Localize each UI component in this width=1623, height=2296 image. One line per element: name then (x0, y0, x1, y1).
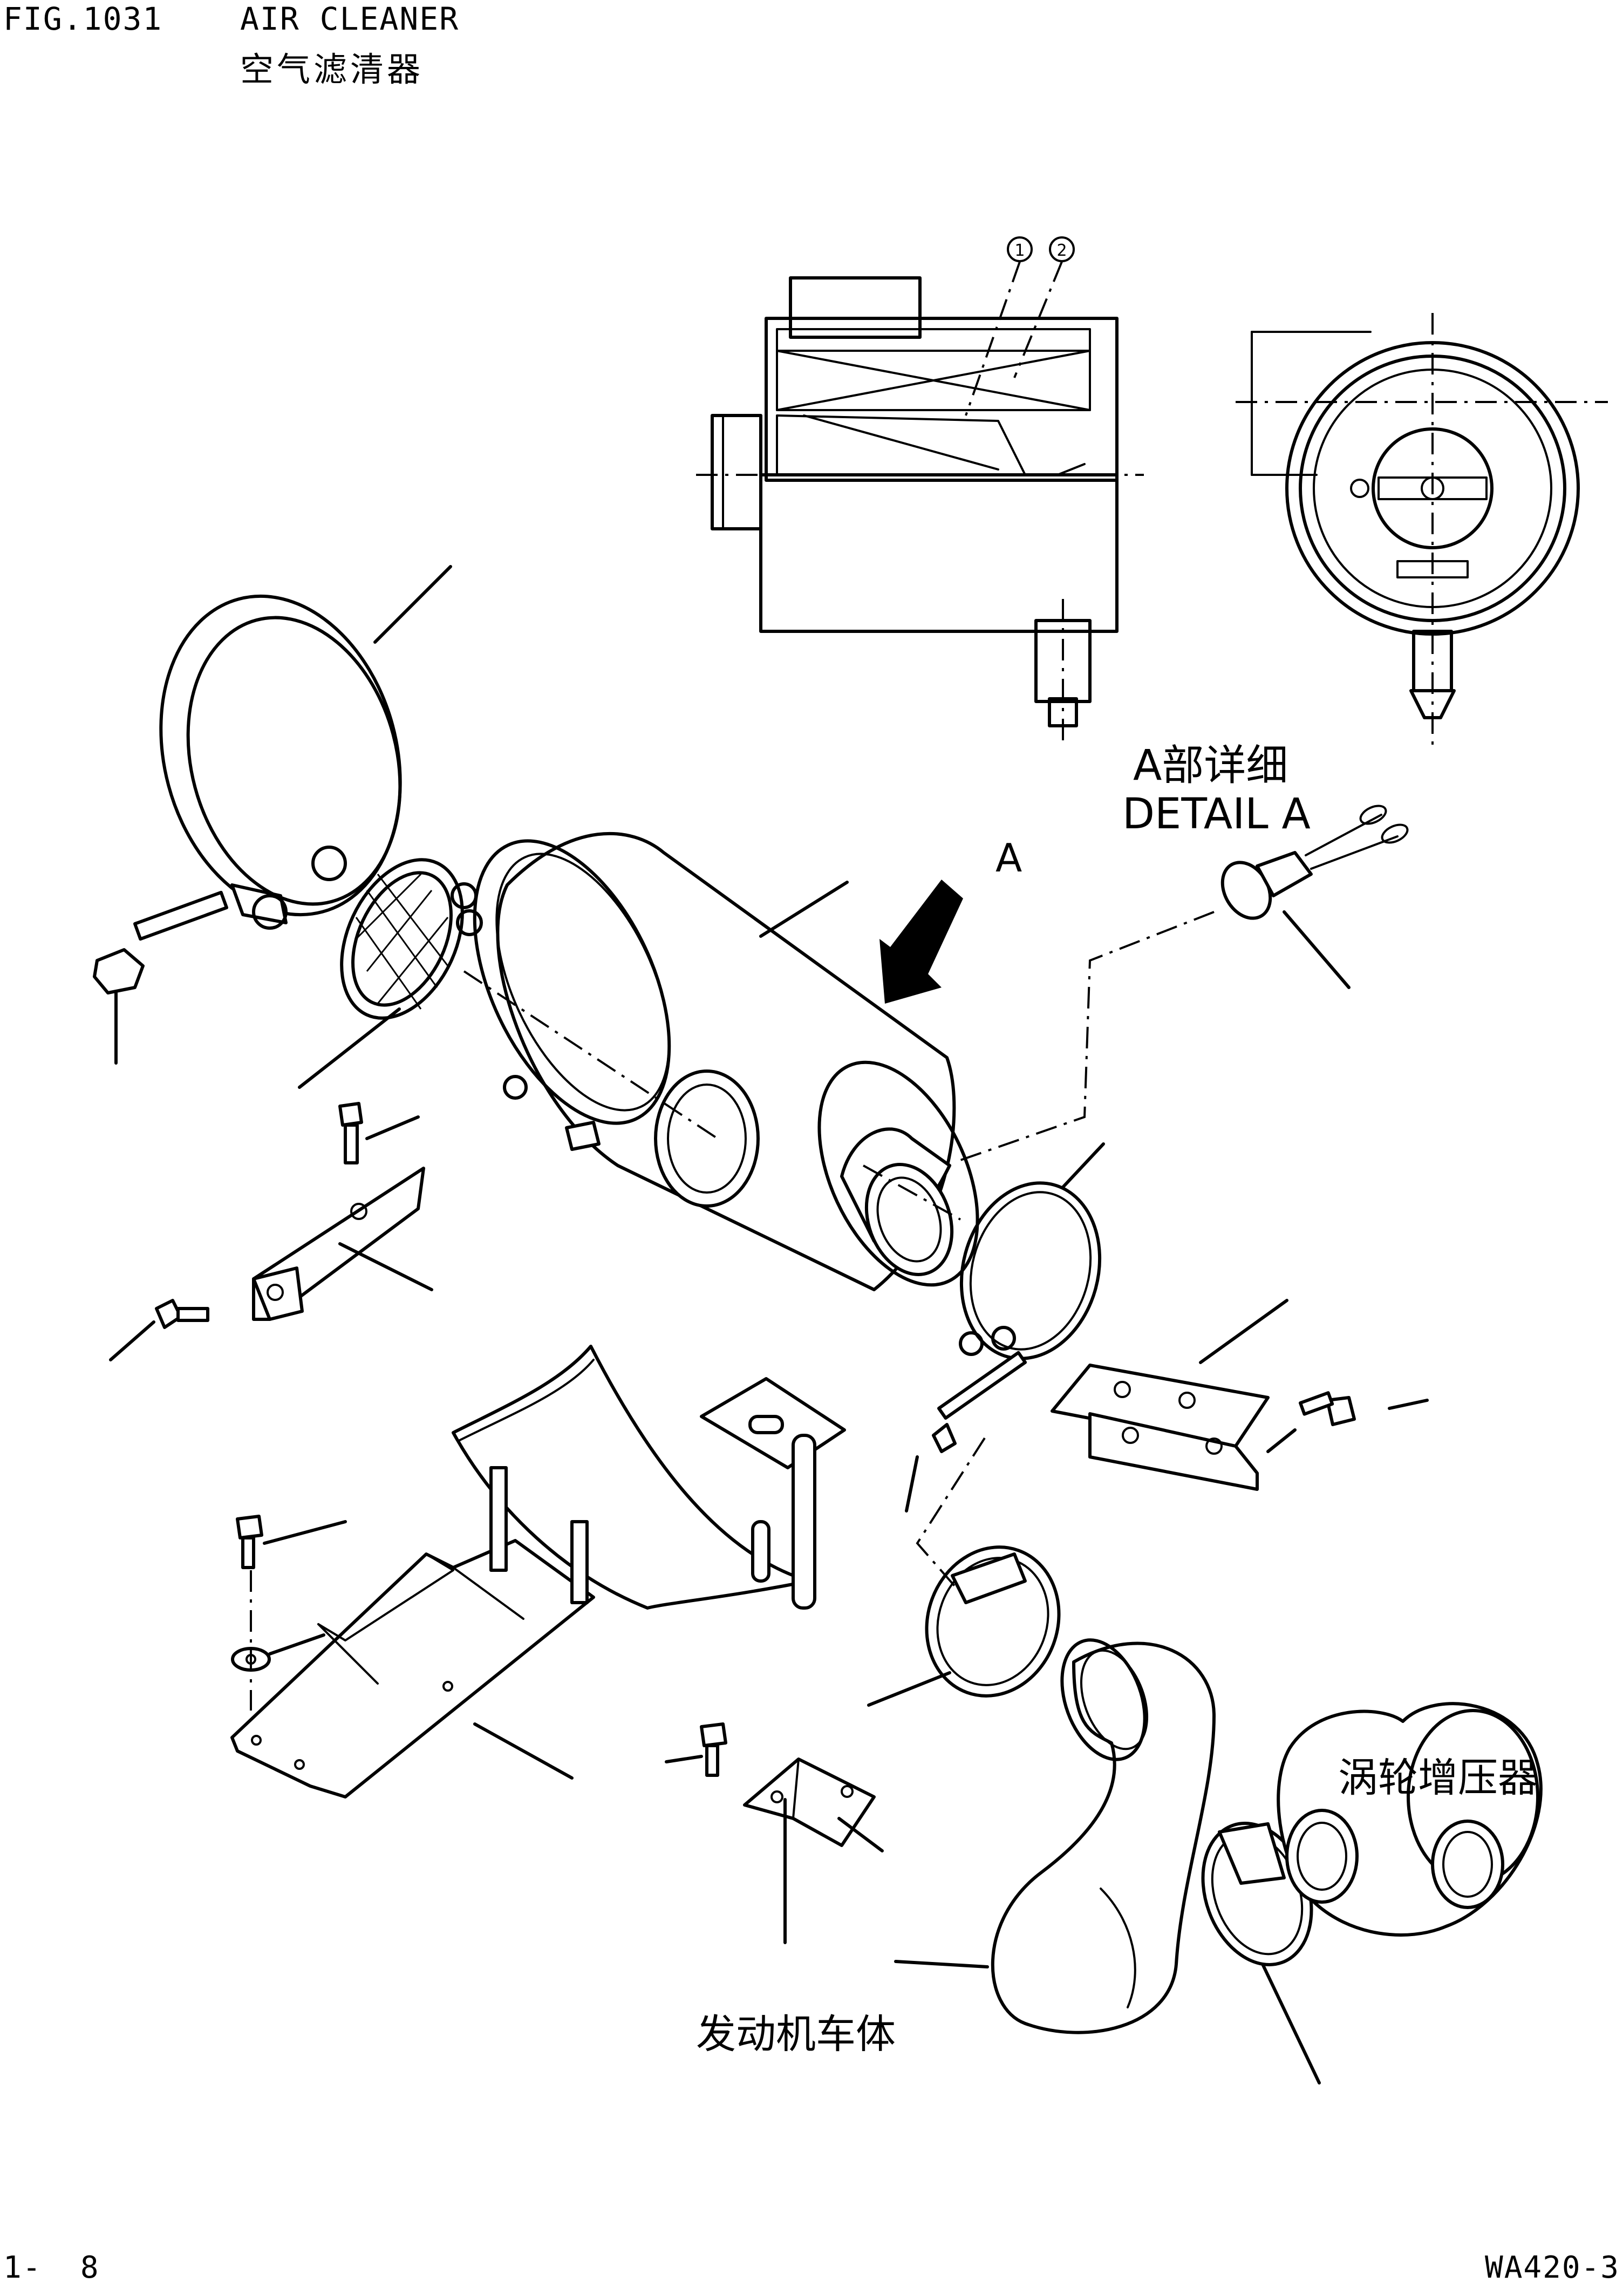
hose-clamp-2 (867, 1351, 1061, 1707)
hose-clamp-3 (1201, 1822, 1321, 2084)
engine-body-label: 发动机车体 (696, 2011, 896, 2057)
mounting-stand (230, 1345, 846, 1798)
bracket-right (1051, 1299, 1429, 1491)
figure-number: FIG.1031 (3, 1, 163, 37)
air-cleaner-body (463, 832, 979, 1291)
sectional-view: 1 2 (696, 236, 1144, 745)
arrow-icon (879, 880, 963, 1004)
view-arrow-label: A (995, 835, 1022, 881)
bracket-left (109, 1102, 433, 1361)
figure-title: AIR CLEANER (240, 1, 460, 37)
turbocharger: 涡轮增压器 (1277, 1702, 1543, 1937)
view-arrow: A (879, 835, 1022, 1004)
end-view (1236, 313, 1608, 745)
page-number: 1- 8 (3, 2250, 100, 2285)
mesh-screen (298, 858, 483, 1089)
model-number: WA420-3 (1484, 2250, 1620, 2285)
detail-a-label: DETAIL A (1122, 790, 1311, 839)
hose-clamp-1 (959, 1142, 1105, 1360)
elbow-hose (894, 1638, 1216, 2034)
item-number-1: 1 (1014, 241, 1025, 260)
detail-a-label-chinese: A部详细 (1133, 741, 1288, 790)
bracket-bottom (665, 1722, 884, 1944)
turbocharger-label: 涡轮增压器 (1338, 1755, 1538, 1801)
detail-a: A部详细 DETAIL A (960, 741, 1409, 1161)
bolt (93, 890, 229, 1065)
item-number-2: 2 (1056, 241, 1067, 260)
figure-title-chinese: 空气滤清器 (240, 50, 424, 89)
band-clamp (159, 565, 452, 930)
stand-fasteners (231, 1515, 347, 1711)
